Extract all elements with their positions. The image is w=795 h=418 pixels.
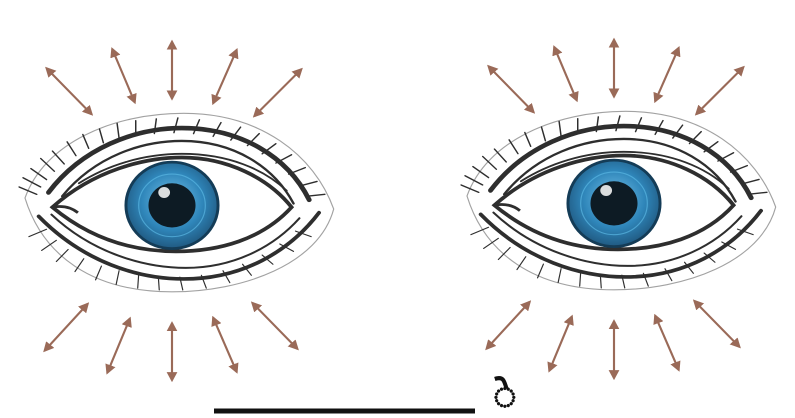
- caption-text: े: [493, 376, 533, 414]
